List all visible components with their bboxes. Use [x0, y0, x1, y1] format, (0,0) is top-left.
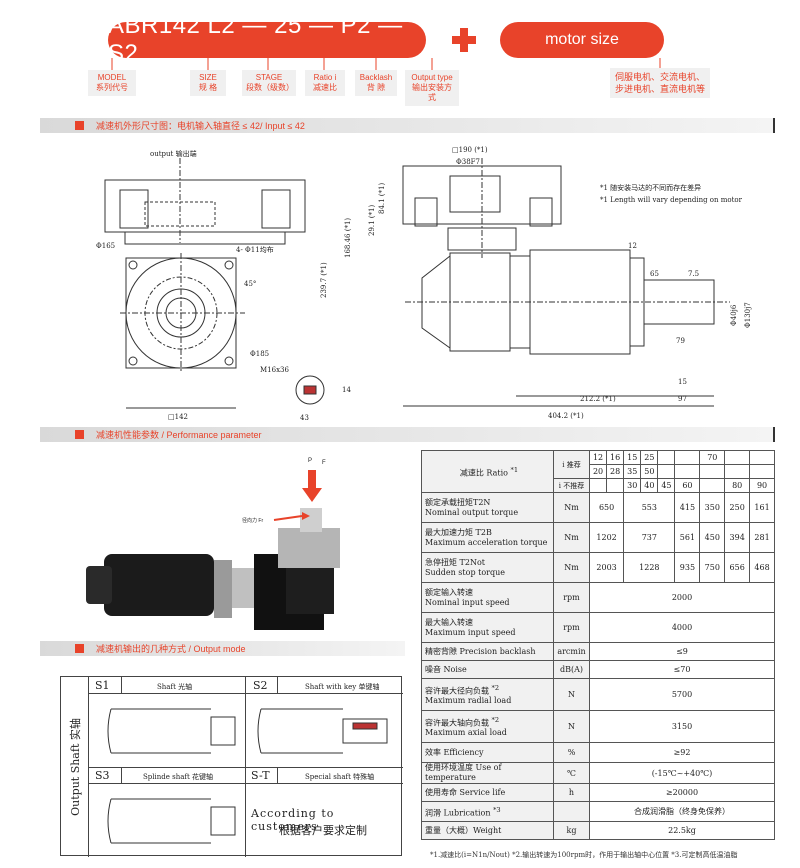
plus-icon: [452, 28, 476, 52]
svg-text:□190 (*1): □190 (*1): [452, 146, 488, 154]
svg-text:Φ38F7: Φ38F7: [456, 158, 480, 166]
section-performance-bar: 减速机性能参数 / Performance parameter: [40, 427, 775, 442]
force-a-label: F: [322, 460, 326, 466]
svg-text:404.2 (*1): 404.2 (*1): [548, 412, 584, 420]
s1-code: S1: [95, 679, 110, 692]
drawing-note-cn: *1 随安装马达的不同而存在差异: [600, 183, 701, 192]
svg-text:Φ130j7: Φ130j7: [744, 302, 752, 328]
dimension-drawing: output 输出端 Φ165 4- Φ11均布 45° Φ185 M16x36…: [96, 146, 752, 422]
svg-text:14: 14: [342, 386, 351, 394]
row-noise: 噪音 Noise: [421, 660, 554, 679]
ratio-header: 减速比 Ratio *1: [421, 450, 554, 493]
row-lubrication: 润滑 Lubrication *3: [421, 801, 554, 822]
svg-text:29.1 (*1): 29.1 (*1): [368, 205, 376, 236]
row-efficiency: 效率 Efficiency: [421, 742, 554, 763]
svg-text:212.2 (*1): 212.2 (*1): [580, 395, 616, 403]
s3-code: S3: [95, 769, 110, 782]
product-photo: P 径向力 Fr F: [46, 450, 408, 636]
svg-text:15: 15: [678, 378, 687, 386]
svg-text:97: 97: [678, 395, 687, 403]
custom-en: According to customers: [251, 807, 335, 833]
row-backlash: 精密背隙 Precision backlash: [421, 642, 554, 661]
svg-text:239.7 (*1): 239.7 (*1): [320, 262, 328, 298]
i-std-label: i 推荐: [553, 450, 590, 479]
drawing-note-en: *1 Length will vary depending on motor: [600, 196, 743, 204]
svg-text:Φ165: Φ165: [96, 242, 115, 250]
svg-text:84.1 (*1): 84.1 (*1): [378, 183, 386, 214]
svg-text:Φ40j6: Φ40j6: [730, 304, 738, 326]
svg-text:Φ185: Φ185: [250, 350, 269, 358]
s2-code: S2: [253, 679, 268, 692]
i-nonstd-label: i 不推荐: [553, 478, 590, 493]
section-dimension-bar: 减速机外形尺寸图：电机输入轴直径 ≤ 42/ Input ≤ 42: [40, 118, 775, 133]
s3-desc: Splinde shaft 花键轴: [143, 773, 214, 781]
table-footnote: *1.减速比(i=N1n/Nout) *2.输出转速为100rpm时，作用于输出…: [430, 851, 738, 859]
row-temperature: 使用环境温度 Use of temperature: [421, 762, 554, 784]
svg-text:4- Φ11均布: 4- Φ11均布: [236, 245, 274, 254]
motor-size-pill: motor size: [500, 22, 664, 58]
custom-cn: 根据客户要求定制: [279, 824, 367, 837]
tag-motor-types: 伺服电机、交流电机、步进电机、直流电机等: [610, 68, 710, 98]
section-output-bar: 减速机输出的几种方式 / Output mode: [40, 641, 405, 656]
svg-text:12: 12: [628, 242, 637, 250]
output-side-label-cell: [61, 677, 89, 857]
force-p-label: P: [308, 458, 312, 464]
svg-text:168.46 (*1): 168.46 (*1): [344, 218, 352, 258]
row-weight: 重量（大概）Weight: [421, 821, 554, 840]
output-mode-box: Output Shaft 实轴 S1 Shaft 光轴 S2 Shaft wit…: [60, 676, 403, 857]
svg-text:65: 65: [650, 270, 659, 278]
svg-text:M16x36: M16x36: [260, 366, 289, 374]
svg-text:□142: □142: [168, 413, 188, 421]
st-code: S-T: [251, 769, 270, 782]
output-label: output 输出端: [150, 149, 197, 158]
shaft-s1-drawing: [107, 708, 236, 754]
svg-text:43: 43: [300, 414, 309, 422]
s2-desc: Shaft with key 单键轴: [305, 683, 380, 691]
force-r-label: 径向力 Fr: [242, 517, 263, 524]
st-desc: Special shaft 特殊轴: [305, 773, 375, 781]
shaft-s3-drawing: [107, 798, 236, 844]
shaft-s2-drawing: [257, 708, 388, 754]
row-service-life: 使用寿命 Service life: [421, 783, 554, 802]
tag-connectors: [111, 58, 661, 70]
output-side-label: Output Shaft 实轴: [69, 718, 82, 816]
s1-desc: Shaft 光轴: [157, 683, 193, 691]
svg-text:45°: 45°: [244, 280, 256, 288]
svg-text:7.5: 7.5: [688, 270, 699, 278]
svg-text:79: 79: [676, 337, 685, 345]
